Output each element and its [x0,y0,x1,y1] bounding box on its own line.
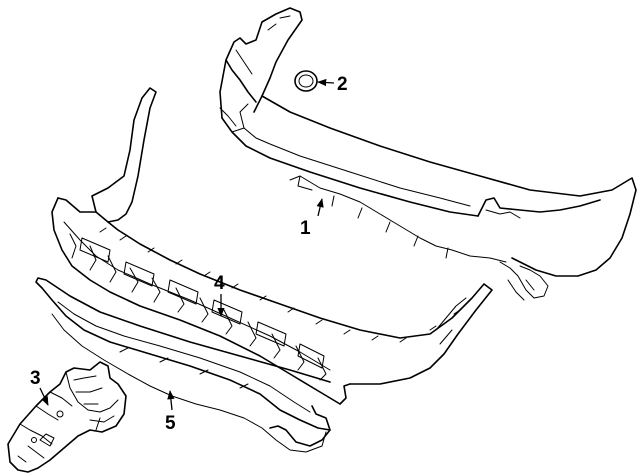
callout-labels: 1 2 3 4 5 [30,74,348,434]
callout-2: 2 [337,74,348,95]
leader-1 [316,198,324,217]
callout-3: 3 [30,368,41,389]
leader-3 [39,387,49,406]
leader-2 [317,78,335,87]
callout-1: 1 [300,218,311,239]
lower-valance-part [35,277,331,453]
reinforcement-part [51,87,493,405]
callout-5: 5 [165,413,176,434]
grommet-ring-part [294,70,318,92]
callout-4: 4 [214,273,225,294]
leader-lines [39,78,335,411]
leader-5 [167,390,175,411]
bumper-cover-part [219,7,637,301]
bracket-part [7,361,127,473]
